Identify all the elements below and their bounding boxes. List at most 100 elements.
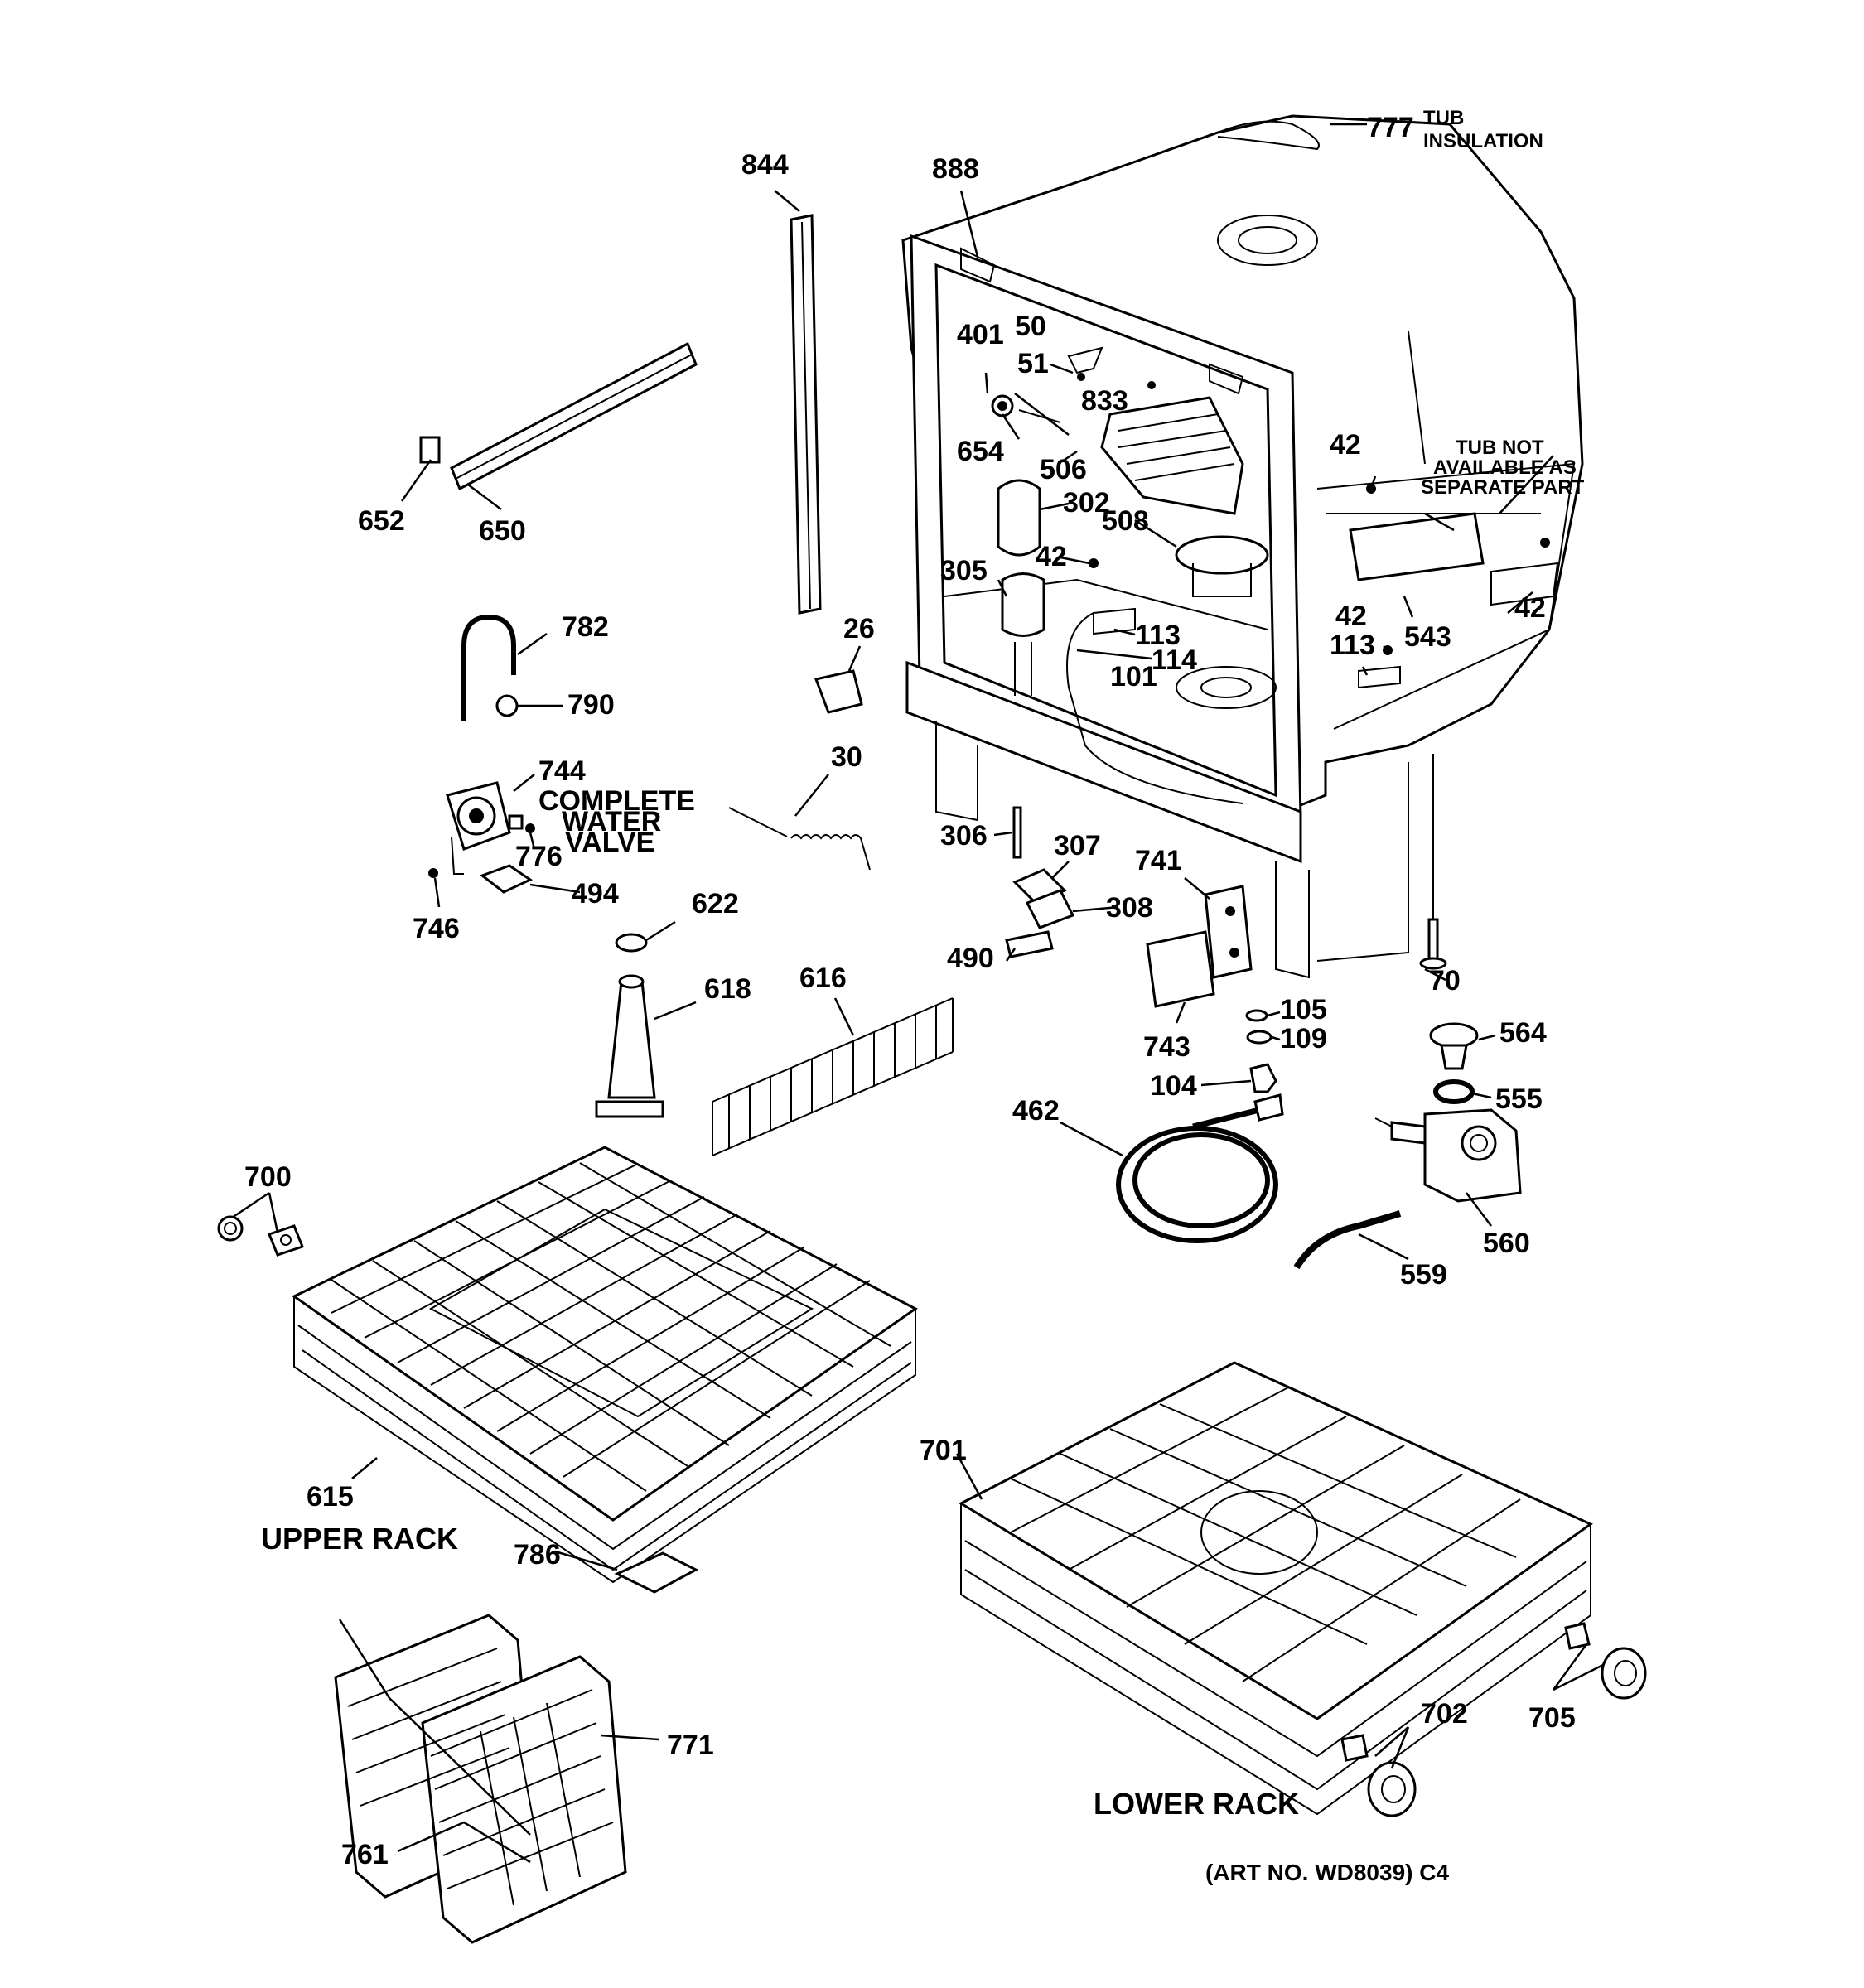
label-42-d: 42 [1514,592,1546,624]
rack-rollers-700 [217,1215,304,1257]
nut-109 [1246,1030,1272,1045]
label-50: 50 [1015,311,1046,342]
label-506: 506 [1040,454,1087,485]
washer-105 [1245,1009,1268,1022]
roller-702 [1340,1734,1417,1817]
label-508: 508 [1102,505,1149,537]
label-tub-insulation-2: INSULATION [1423,130,1543,152]
label-113-a: 113 [1135,620,1181,651]
roller-705 [1564,1622,1647,1700]
label-30: 30 [831,741,862,773]
label-782: 782 [562,611,609,643]
track-stop-652 [419,436,441,464]
hose-782 [461,614,516,721]
label-652: 652 [358,505,405,537]
fitting-104 [1249,1063,1277,1093]
label-618: 618 [704,973,751,1005]
upper-rack-615 [292,1146,918,1584]
label-51: 51 [1017,348,1049,379]
water-valve-744 [446,781,524,875]
clip-786 [614,1551,699,1594]
label-844: 844 [741,149,789,181]
tub-note-2: AVAILABLE AS [1433,456,1577,479]
label-109: 109 [1280,1023,1327,1054]
label-622: 622 [692,888,739,919]
label-26: 26 [843,613,875,644]
check-valve-564 [1429,1022,1479,1070]
label-833: 833 [1081,385,1128,417]
label-744: 744 [538,755,586,787]
label-700: 700 [244,1161,292,1193]
label-777: 777 [1367,112,1414,143]
leveling-leg-70 [1427,918,1439,963]
label-42-c: 42 [1335,601,1367,632]
silverware-basket-771 [334,1614,627,1944]
label-771: 771 [667,1730,714,1761]
label-701: 701 [920,1435,967,1466]
rack-shelf-616 [712,997,954,1156]
clip-26 [814,669,863,714]
drain-hose-462 [1116,1093,1284,1243]
label-746: 746 [413,913,460,944]
o-ring-555 [1433,1079,1475,1104]
art-number: (ART NO. WD8039) C4 [1205,1860,1449,1885]
label-776: 776 [515,841,563,872]
tub-assembly [901,114,1584,979]
label-560: 560 [1483,1228,1530,1259]
spring-30 [728,807,871,871]
label-564: 564 [1499,1017,1547,1049]
label-401: 401 [957,319,1004,350]
label-615: 615 [307,1481,354,1513]
label-494: 494 [572,878,619,910]
label-543: 543 [1404,621,1451,653]
label-305: 305 [940,555,988,586]
switch-490 [1005,930,1054,958]
label-308: 308 [1106,892,1153,924]
label-888: 888 [932,153,979,185]
bracket-741 [1204,885,1253,979]
hose-559 [1293,1210,1402,1270]
part-labels: 777 TUB INSULATION 844 888 50 401 51 833… [244,107,1585,1885]
screw-306 [1012,806,1022,859]
label-42-a: 42 [1036,541,1067,572]
label-743: 743 [1143,1031,1190,1063]
label-70: 70 [1429,965,1461,996]
label-113-b: 113 [1330,630,1375,661]
label-490: 490 [947,943,994,974]
label-42-b: 42 [1330,429,1361,461]
label-555: 555 [1495,1083,1543,1115]
leader-lines [231,123,1604,1864]
nut-790 [495,694,519,717]
label-790: 790 [567,689,615,721]
relay-743 [1146,930,1215,1008]
tub-note-1: TUB NOT [1456,437,1544,459]
label-tub-insulation-1: TUB [1423,107,1464,129]
tower-618 [607,980,656,1099]
label-114: 114 [1152,644,1197,676]
label-302: 302 [1063,487,1110,519]
label-559: 559 [1400,1259,1447,1291]
label-650: 650 [479,515,526,547]
label-462: 462 [1012,1095,1060,1127]
label-104: 104 [1150,1070,1197,1102]
label-654: 654 [957,436,1004,467]
label-complete-water-valve-1: COMPLETE [538,785,695,817]
label-105: 105 [1280,994,1327,1025]
label-702: 702 [1421,1698,1468,1730]
switch-308 [1025,889,1075,929]
pump-560 [1374,1108,1522,1203]
label-101: 101 [1110,661,1157,692]
label-complete-water-valve-2: WATER [562,806,661,837]
cap-622 [615,933,648,953]
label-705: 705 [1528,1702,1576,1734]
label-306: 306 [940,820,988,852]
tub-note-3: SEPARATE PART [1421,476,1585,499]
label-616: 616 [799,963,847,994]
bracket-494 [479,864,534,894]
label-741: 741 [1135,845,1182,876]
label-upper-rack: UPPER RACK [261,1522,458,1556]
label-786: 786 [514,1539,561,1571]
label-307: 307 [1054,830,1101,861]
lower-rack-701 [958,1361,1593,1816]
